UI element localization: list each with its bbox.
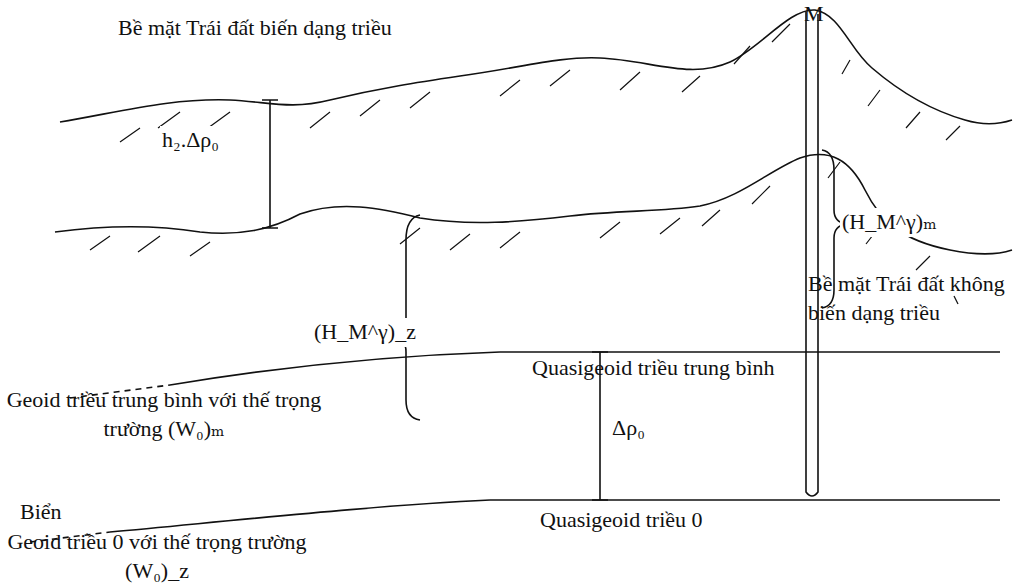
leader-line xyxy=(420,420,520,421)
undeformed-surface xyxy=(55,155,1012,254)
geoid-label: Geoid triều trung bình với thế trọng trư… xyxy=(4,386,324,443)
sea-label: Biển xyxy=(20,498,62,527)
height-label: (H_M^γ)_z xyxy=(312,318,418,347)
quasigeoid-label: Quasigeoid triều trung bình xyxy=(532,354,775,383)
dimension-label: Δρ₀ xyxy=(612,414,645,443)
deformed-surface xyxy=(60,10,1012,124)
point-label: M xyxy=(804,0,824,29)
hatching xyxy=(90,162,930,270)
surface-label: Bề mặt Trái đất biến dạng triều xyxy=(118,14,392,43)
hatching xyxy=(120,24,960,142)
dimension-label: h₂.Δρ₀ xyxy=(160,126,221,155)
surface-label: Bề mặt Trái đất không biến dạng triều xyxy=(808,270,1022,327)
dimension-line xyxy=(262,100,278,228)
height-label: (H_M^γ)ₘ xyxy=(840,208,939,237)
geoid-label: Geoid triều 0 với thế trọng trường (W₀)_… xyxy=(2,528,312,585)
zero-quasigeoid-line xyxy=(490,499,1000,501)
zero-geoid-curve xyxy=(110,500,490,532)
mean-geoid-curve xyxy=(170,352,500,385)
mean-quasigeoid-line xyxy=(500,351,1000,353)
quasigeoid-label: Quasigeoid triều 0 xyxy=(540,506,703,535)
tick-mark xyxy=(954,296,958,304)
height-tube xyxy=(806,12,818,496)
